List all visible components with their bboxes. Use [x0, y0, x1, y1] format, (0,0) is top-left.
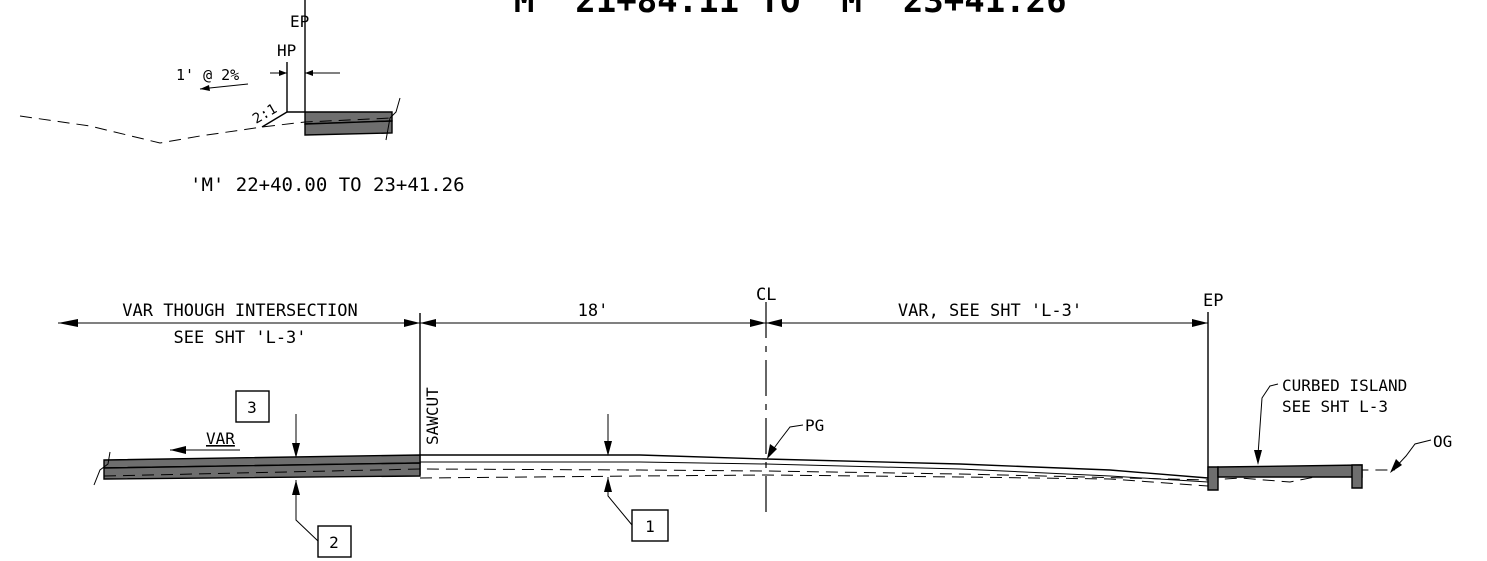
cl-label: CL [756, 285, 776, 305]
dim-left-ref: SEE SHT 'L-3' [173, 328, 306, 348]
dim-mid-label: 18' [578, 301, 609, 321]
slope-note: 1' @ 2% [176, 66, 239, 84]
curbed-island-ref: SEE SHT L-3 [1282, 397, 1388, 416]
pavement-subgrade [419, 474, 1209, 487]
callout-2-leader [295, 480, 319, 542]
var-label: VAR [206, 429, 235, 448]
sawcut-label: SAWCUT [423, 387, 442, 445]
og-label: OG [1433, 432, 1452, 451]
side-slope-label: 2:1 [250, 101, 280, 128]
slope-arrow-head [200, 85, 210, 91]
dim-left-label: VAR THOUGH INTERSECTION [122, 301, 357, 321]
pavement-left-base [103, 462, 421, 480]
left-break-line [93, 451, 111, 486]
detail-hp-label: HP [277, 41, 296, 60]
section-main: VAR THOUGH INTERSECTION SEE SHT 'L-3' 18… [58, 285, 1452, 558]
pg-arrow [767, 444, 777, 459]
curbed-island-arrow [1254, 450, 1262, 465]
detail-ep-label: EP [290, 12, 309, 31]
hp-dim-arrow [279, 70, 287, 76]
pg-label: PG [805, 416, 824, 435]
callout-box-1 [631, 509, 669, 542]
pavement-new-bottom [420, 461, 1209, 483]
pavement-new-surface [420, 454, 1209, 479]
curb-right [1351, 464, 1363, 489]
dim-arrow-ep [1192, 319, 1208, 327]
callout-3-arrow [292, 443, 300, 458]
dim-arrow-cl-right [766, 319, 782, 327]
callout-1-bottom-leader [607, 477, 633, 526]
curbed-island-leader [1257, 383, 1279, 456]
detail-original-ground [19, 115, 393, 144]
dim-arrow-sawcut-right [420, 319, 436, 327]
side-slope-line [261, 111, 288, 128]
dim-arrow-far-left [58, 319, 78, 327]
detail-small: EP HP 1' @ 2% 2:1 'M' 22+40.00 TO 23+41.… [19, 0, 465, 196]
og-arrow [1390, 459, 1402, 473]
callout-3-label: 3 [247, 398, 257, 417]
ep-dim-arrow [305, 70, 313, 76]
detail-caption: 'M' 22+40.00 TO 23+41.26 [190, 174, 465, 196]
curbed-island-top [1217, 464, 1363, 478]
curbed-island-label: CURBED ISLAND [1282, 376, 1407, 395]
dim-right-label: VAR, SEE SHT 'L-3' [898, 301, 1082, 321]
ep-label-main: EP [1203, 291, 1223, 311]
detail-pavement-base [304, 120, 393, 136]
callout-2-label: 2 [329, 533, 339, 552]
dim-arrow-cl-left [750, 319, 766, 327]
curb-left [1207, 466, 1219, 491]
var-arrow-head [170, 446, 186, 454]
dim-arrow-sawcut-left [404, 319, 420, 327]
callout-box-2 [317, 525, 352, 558]
sheet-title: 'M' 21+84.11 TO 'M' 23+41.26 [493, 0, 1066, 21]
detail-break-line [385, 97, 401, 141]
callout-1-top-arrow [604, 441, 612, 456]
callout-box-3 [235, 390, 270, 423]
callout-1-label: 1 [645, 517, 655, 536]
